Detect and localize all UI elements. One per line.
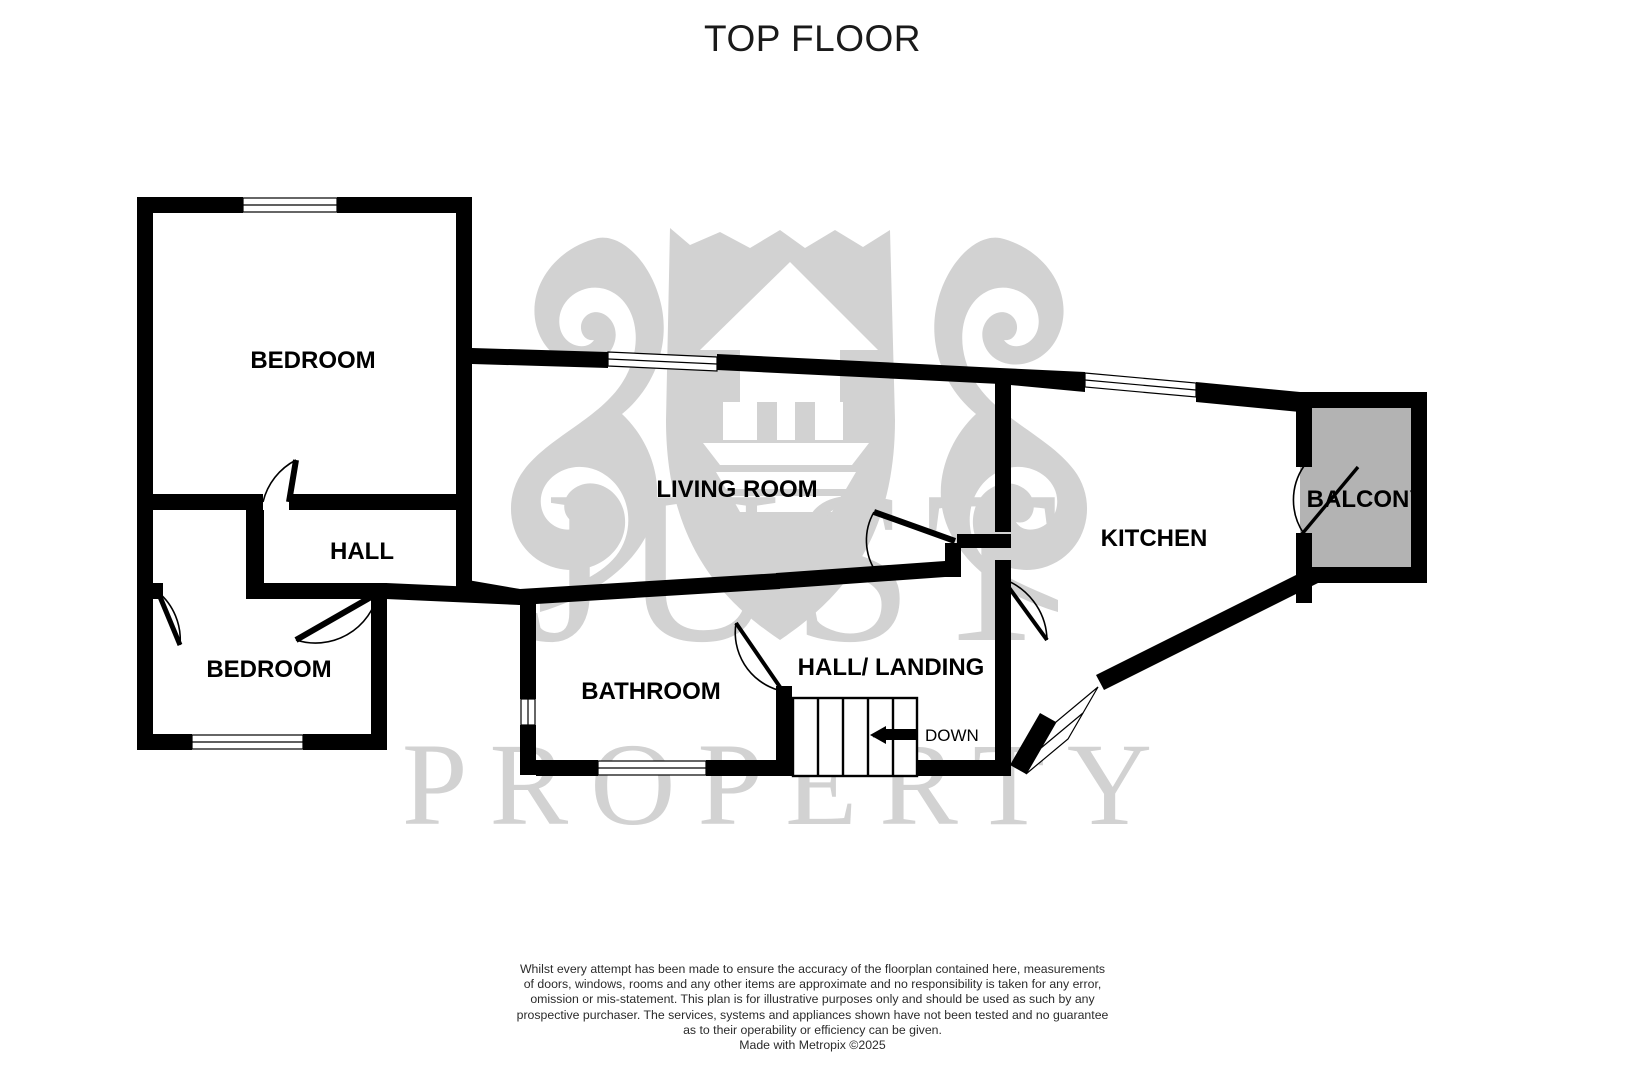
disclaimer-line: prospective purchaser. The services, sys… (516, 1007, 1109, 1022)
window-kitchen-top (1084, 372, 1197, 398)
room-label-bedroom-lower: BEDROOM (206, 656, 331, 683)
page-title: TOP FLOOR (704, 18, 921, 59)
disclaimer-footer: Whilst every attempt has been made to en… (0, 962, 1625, 1053)
window-bedroom-lower (191, 734, 304, 750)
room-label-hall: HALL (330, 538, 394, 565)
room-label-hall-landing: HALL/ LANDING (798, 654, 985, 681)
watermark-line-1: JUST (526, 447, 1071, 688)
room-label-bedroom-top: BEDROOM (250, 347, 375, 374)
windows (191, 197, 1197, 776)
balcony-area-taper (1300, 403, 1427, 575)
walls (137, 197, 1427, 776)
disclaimer-line: as to their operability or efficiency ca… (683, 1022, 942, 1037)
doors (155, 459, 1360, 692)
window-bathroom-bottom (597, 760, 707, 776)
watermark-logo (510, 228, 1088, 640)
disclaimer-line: of doors, windows, rooms and any other i… (523, 977, 1102, 992)
staircase (791, 696, 919, 778)
room-label-kitchen: KITCHEN (1101, 525, 1208, 552)
disclaimer-line: omission or mis-statement. This plan is … (530, 992, 1095, 1007)
window-living-room (607, 351, 718, 372)
room-label-bathroom: BATHROOM (581, 678, 721, 705)
window-kitchen-diagonal (1025, 686, 1099, 775)
metropix-credit: Made with Metropix ©2025 (739, 1038, 886, 1053)
window-bathroom-left (520, 698, 536, 726)
room-label-balcony: BALCONY (1307, 486, 1426, 513)
disclaimer-line: Whilst every attempt has been made to en… (519, 962, 1106, 976)
room-label-living-room: LIVING ROOM (656, 476, 817, 503)
stairs-down-arrow (870, 726, 917, 744)
annotation-down: DOWN (925, 726, 979, 745)
window-bedroom-top (242, 197, 338, 213)
